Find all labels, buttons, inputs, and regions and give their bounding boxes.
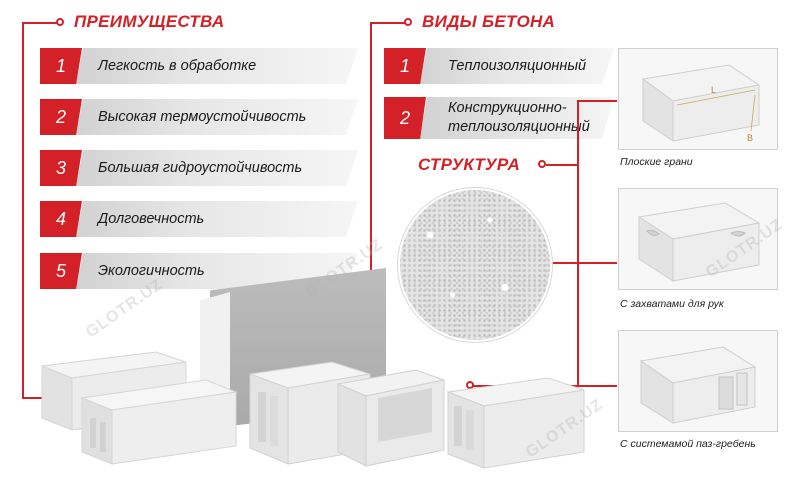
structure-connector-to-bottom-thumb [577, 385, 617, 387]
advantages-heading: ПРЕИМУЩЕСТВА [74, 12, 225, 31]
flat-block-icon [641, 64, 761, 142]
types-heading: ВИДЫ БЕТОНА [422, 12, 556, 31]
advantages-heading-dot [56, 18, 64, 26]
dimension-label-l: L [711, 85, 717, 95]
concrete-type-label-line2: теплоизоляционный [448, 119, 590, 135]
advantage-number: 2 [40, 99, 82, 135]
types-connector-vertical [370, 22, 372, 342]
structure-heading: СТРУКТУРА [418, 155, 521, 174]
structure-connector-to-top-thumb [577, 100, 617, 102]
advantage-label: Долговечность [98, 211, 205, 227]
advantages-connector-vertical [22, 22, 24, 398]
concrete-type-item-1: 1 Теплоизоляционный [384, 48, 614, 84]
advantage-item-1: 1 Легкость в обработке [40, 48, 358, 84]
profiled-block-illustration [446, 377, 585, 469]
advantage-number: 4 [40, 201, 82, 237]
handle-block-icon [637, 202, 761, 282]
advantage-label: Высокая термоустойчивость [98, 109, 307, 125]
tongue-groove-block-icon [639, 346, 757, 424]
structure-bottom-dot [466, 381, 474, 389]
aerated-concrete-structure-image [398, 188, 552, 342]
advantages-connector-top [22, 22, 58, 24]
advantage-label: Большая гидроустойчивость [98, 160, 303, 176]
structure-connector-vertical [577, 164, 579, 386]
concrete-type-number: 1 [384, 48, 426, 84]
concrete-type-label-line1: Конструкционно- [448, 100, 567, 116]
block-type-caption: С захватами для рук [620, 298, 724, 310]
block-type-thumb-tongue-groove [618, 330, 778, 432]
block-type-thumb-handles [618, 188, 778, 290]
structure-connector-mid [548, 262, 578, 264]
dimension-label-b: B [747, 133, 754, 143]
concrete-type-label: Теплоизоляционный [448, 58, 587, 74]
structure-connector-to-mid-thumb [577, 262, 617, 264]
advantage-item-5: 5 Экологичность [40, 253, 358, 289]
advantage-item-4: 4 Долговечность [40, 201, 358, 237]
stacked-blocks-illustration [41, 351, 238, 465]
types-connector-top [370, 22, 406, 24]
block-type-thumb-flat: L B [618, 48, 778, 150]
types-heading-dot [404, 18, 412, 26]
u-shaped-block-illustration [336, 369, 446, 467]
advantage-number: 5 [40, 253, 82, 289]
advantage-number: 3 [40, 150, 82, 186]
advantage-label: Легкость в обработке [98, 58, 257, 74]
advantage-item-3: 3 Большая гидроустойчивость [40, 150, 358, 186]
advantage-item-2: 2 Высокая термоустойчивость [40, 99, 358, 135]
concrete-type-item-2: 2 Конструкционно- теплоизоляционный [384, 97, 614, 139]
concrete-type-number: 2 [384, 97, 426, 139]
structure-connector-top [546, 164, 578, 166]
advantage-label: Экологичность [98, 263, 205, 279]
block-type-caption: С системамой паз-гребень [620, 438, 756, 450]
structure-heading-dot [538, 160, 546, 168]
block-type-caption: Плоские грани [620, 156, 693, 168]
advantage-number: 1 [40, 48, 82, 84]
structure-connector-upper [577, 100, 579, 166]
